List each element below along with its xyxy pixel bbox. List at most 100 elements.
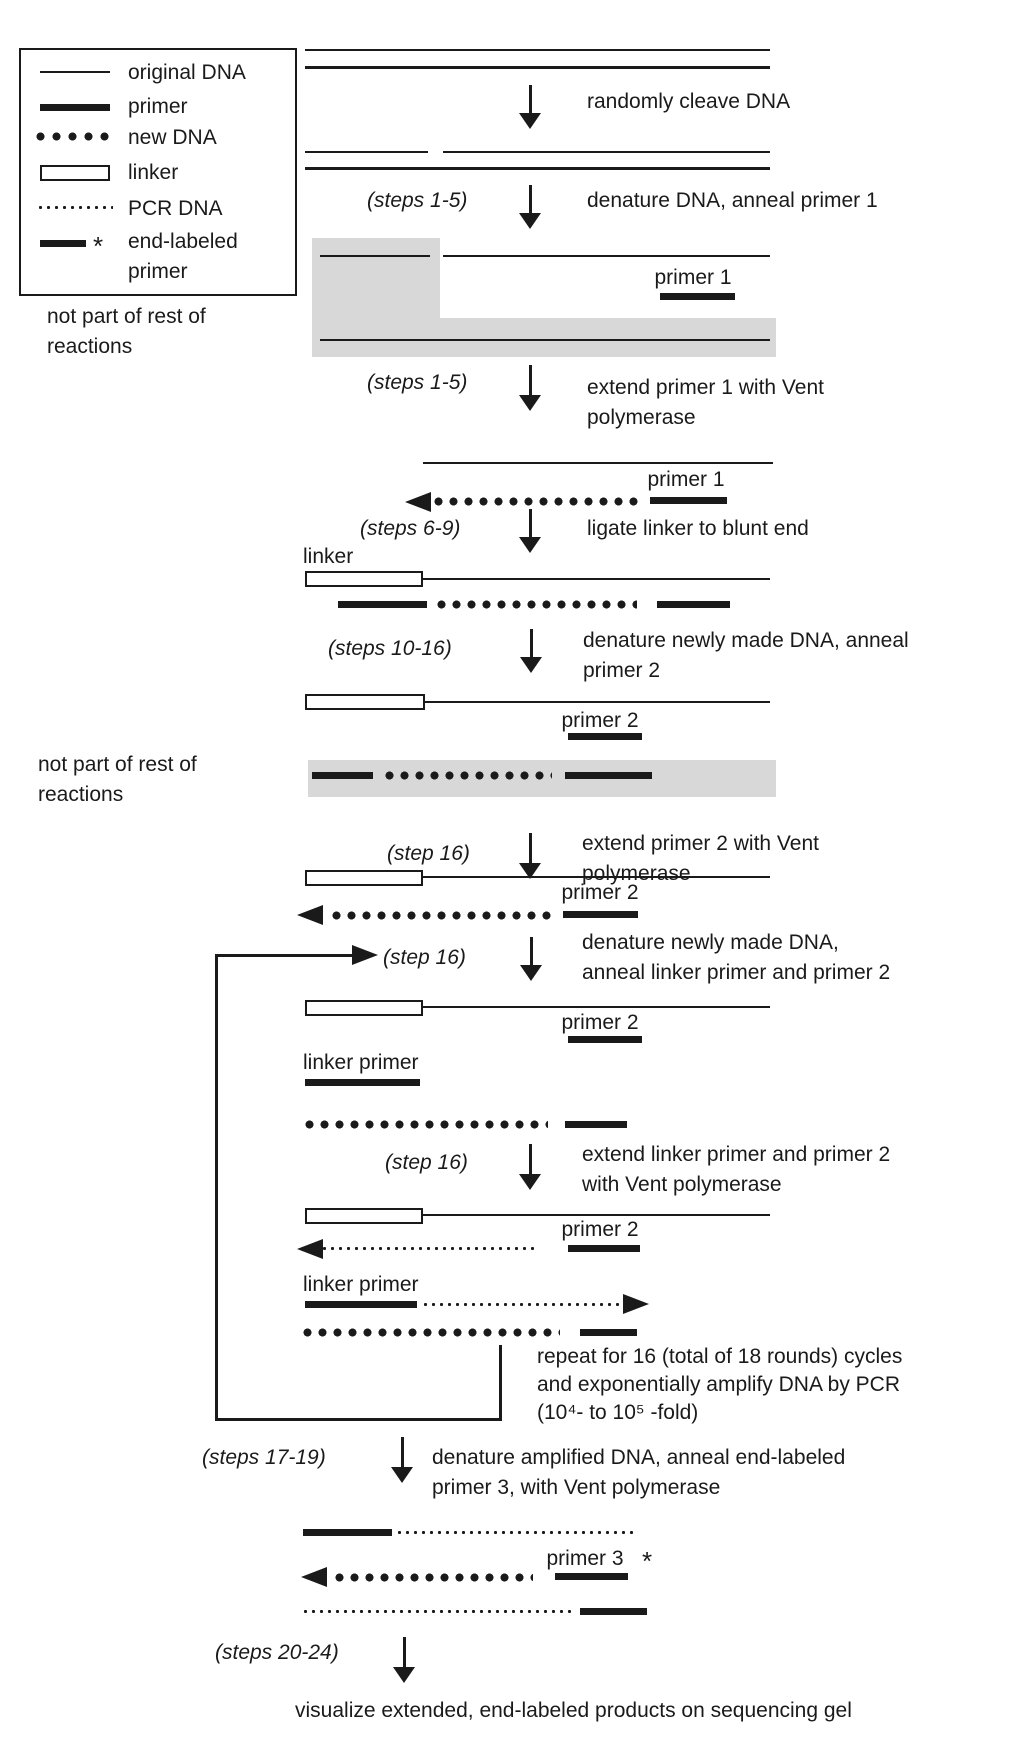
primer2-bar-3 — [568, 1036, 642, 1043]
loop-arrow-horizontal — [215, 954, 355, 957]
linker-rect-1 — [305, 571, 423, 587]
primer1-bar-2 — [650, 497, 727, 504]
step-label-7: (step 16) — [385, 1151, 468, 1174]
primer1-label-2: primer 1 — [647, 468, 725, 491]
step-label-3: (steps 6-9) — [360, 517, 461, 540]
legend-new-dna-swatch — [36, 132, 112, 141]
original-dna-bottom-strand — [305, 66, 770, 69]
legend-linker-swatch — [40, 165, 110, 181]
primer2-bar-1 — [568, 733, 642, 740]
left-arrowhead-new-dna — [405, 492, 431, 512]
legend-label-new-dna: new DNA — [128, 126, 217, 149]
legend-primer-swatch — [40, 104, 110, 111]
left-arrowhead-new-dna-3 — [301, 1567, 327, 1587]
action-denature-anneal-primer1: denature DNA, anneal primer 1 — [587, 189, 878, 212]
primer-bar-top — [303, 1529, 392, 1536]
down-arrow-5 — [520, 629, 542, 673]
lower-strand-primer-bar-2 — [657, 601, 730, 608]
down-arrow-10 — [393, 1637, 415, 1683]
linker-label: linker — [303, 545, 354, 568]
pcr-dna-dots-1 — [322, 1246, 535, 1251]
step-label-2: (steps 1-5) — [367, 371, 468, 394]
down-arrow-6 — [519, 833, 541, 879]
primer1-bar — [660, 293, 735, 300]
primer3-bar — [555, 1573, 628, 1580]
legend-label-pcr-dna: PCR DNA — [128, 197, 223, 220]
step-label-4: (steps 10-16) — [328, 637, 452, 660]
loop-connector-horizontal-bottom — [215, 1418, 502, 1421]
linker-rect-2 — [305, 694, 425, 710]
new-dna-dots-3 — [332, 911, 553, 920]
primer2-bar-6 — [580, 1329, 637, 1336]
new-dna-dots-5 — [303, 1328, 560, 1337]
new-dna-dots-1 — [434, 497, 640, 506]
ligated-strand-2 — [425, 701, 770, 703]
primer2-bar-5 — [568, 1245, 640, 1252]
ligated-strand-4 — [423, 1006, 770, 1008]
legend-label-linker: linker — [128, 161, 179, 184]
pcr-dna-dots-4 — [303, 1609, 573, 1614]
linker-rect-4 — [305, 1000, 423, 1016]
not-part-note-mid: not part of rest of reactions — [38, 753, 197, 806]
step-label-9: (steps 20-24) — [215, 1641, 339, 1664]
pcr-dna-dots-2 — [423, 1302, 623, 1307]
primer2-bar-4 — [565, 1121, 627, 1128]
step-label-5: (step 16) — [387, 842, 470, 865]
action-randomly-cleave: randomly cleave DNA — [587, 90, 791, 113]
primer2-label-2: primer 2 — [561, 881, 639, 904]
down-arrow-1 — [519, 85, 541, 129]
ligated-strand-1 — [423, 578, 770, 580]
primer-bar-bottom — [580, 1608, 647, 1615]
legend-label-end-labeled-primer: end-labeled primer — [128, 230, 238, 283]
loop-connector-vertical-left — [215, 957, 218, 1420]
action-extend-linker-primer: extend linker primer and primer 2 with V… — [582, 1143, 891, 1196]
linker-primer-bar-1 — [305, 1079, 420, 1086]
lower-strand-primer-bar — [338, 601, 427, 608]
left-arrowhead-pcr-dna — [297, 1239, 323, 1259]
cleaved-dna-top-left-segment — [305, 151, 428, 153]
repeat-note: repeat for 16 (total of 18 rounds) cycle… — [537, 1345, 903, 1424]
linker-primer-label-2: linker primer — [303, 1273, 419, 1296]
loop-connector-vertical-right — [499, 1345, 502, 1420]
down-arrow-9 — [391, 1437, 413, 1483]
primer2-bar-2 — [563, 911, 638, 918]
shaded-primer-bar-left — [312, 772, 373, 779]
action-ligate-linker: ligate linker to blunt end — [587, 517, 809, 540]
left-arrowhead-new-dna-2 — [297, 905, 323, 925]
legend-label-original-dna: original DNA — [128, 61, 246, 84]
loop-right-arrowhead — [352, 945, 378, 965]
down-arrow-4 — [519, 509, 541, 553]
legend-label-primer: primer — [128, 95, 188, 118]
shaded-region-left — [312, 238, 440, 357]
ligated-strand-3 — [423, 876, 770, 878]
new-dna-dots-6 — [335, 1573, 533, 1582]
shaded-new-dna-dots — [385, 771, 552, 780]
legend-asterisk-icon: * — [93, 231, 104, 261]
linker-primer-bar-2 — [305, 1301, 417, 1308]
shaded-primer-bar-right — [565, 772, 652, 779]
linker-primer-label-1: linker primer — [303, 1051, 419, 1074]
legend-note: not part of rest of reactions — [47, 305, 206, 358]
step-label-8: (steps 17-19) — [202, 1446, 326, 1469]
primer2-label-3: primer 2 — [561, 1011, 639, 1034]
down-arrow-8 — [519, 1144, 541, 1190]
new-dna-dots-4 — [305, 1120, 548, 1129]
down-arrow-3 — [519, 365, 541, 411]
primer2-label-4: primer 2 — [561, 1218, 639, 1241]
action-denature-anneal-primer2: denature newly made DNA, anneal primer 2 — [583, 629, 909, 682]
primer1-label: primer 1 — [654, 266, 732, 289]
legend-pcr-dna-swatch — [38, 205, 113, 210]
down-arrow-2 — [519, 185, 541, 229]
cleaved-dna-bottom-strand — [305, 167, 770, 170]
ligated-strand-5 — [423, 1214, 770, 1216]
action-extend-primer2: extend primer 2 with Vent polymerase — [582, 832, 819, 885]
action-denature-anneal-linker-primer: denature newly made DNA, anneal linker p… — [582, 931, 891, 984]
template-strand — [443, 255, 770, 257]
template-strand-2 — [423, 462, 773, 464]
primer3-label: primer 3 — [546, 1547, 624, 1570]
action-denature-anneal-primer3: denature amplified DNA, anneal end-label… — [432, 1446, 846, 1499]
right-arrowhead-pcr-dna — [623, 1294, 649, 1314]
primer3-asterisk-icon: * — [642, 1546, 653, 1576]
action-visualize-gel: visualize extended, end-labeled products… — [295, 1699, 852, 1722]
